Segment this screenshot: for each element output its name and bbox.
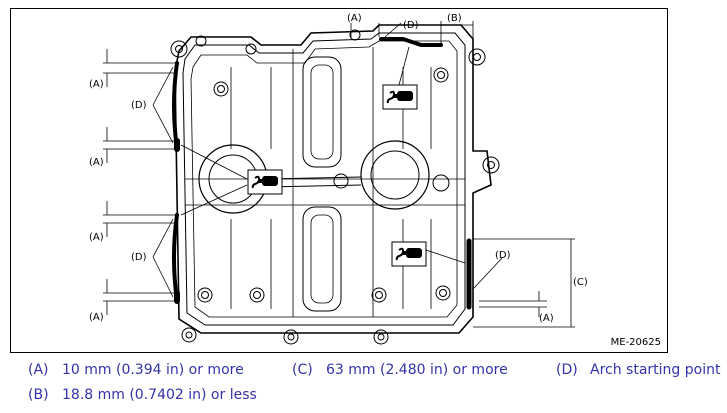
callout-c: (C): [573, 277, 588, 288]
callout-b: (B): [447, 13, 462, 24]
oil-pan-diagram: (A) (D) (A) (A) (D) (A) (A) (D) (B) (D) …: [89, 13, 588, 345]
dimension-lines: [103, 21, 575, 328]
legend-text: 18.8 mm (0.7402 in) or less: [62, 387, 257, 403]
sealant-tube-icon: [382, 84, 418, 110]
legend-key: (D): [556, 362, 578, 378]
legend-item-a: (A) 10 mm (0.394 in) or more: [28, 362, 244, 378]
callout-d: (D): [495, 250, 511, 261]
callout-d: (D): [403, 20, 419, 31]
legend-item-b: (B) 18.8 mm (0.7402 in) or less: [28, 387, 257, 403]
oil-pan-outline: [170, 24, 500, 345]
legend-text: 10 mm (0.394 in) or more: [62, 362, 244, 378]
legend-key: (A): [28, 362, 49, 378]
legend-item-c: (C) 63 mm (2.480 in) or more: [292, 362, 508, 378]
callout-a: (A): [89, 79, 104, 90]
callout-a: (A): [89, 157, 104, 168]
callout-d: (D): [131, 100, 147, 111]
figure-id: ME-20625: [610, 337, 661, 348]
sealant-tube-icon: [391, 241, 427, 267]
legend-key: (B): [28, 387, 49, 403]
callout-a: (A): [89, 312, 104, 323]
legend-key: (C): [292, 362, 313, 378]
callout-d: (D): [131, 252, 147, 263]
sealant-tube-icon: [247, 169, 283, 195]
legend: (A) 10 mm (0.394 in) or more (C) 63 mm (2.…: [0, 358, 727, 413]
sealant-bead: [172, 37, 472, 310]
diagram-frame: (A) (D) (A) (A) (D) (A) (A) (D) (B) (D) …: [10, 8, 668, 353]
callout-a: (A): [89, 232, 104, 243]
callout-a: (A): [539, 313, 554, 324]
legend-text: Arch starting point: [590, 362, 721, 378]
legend-item-d: (D) Arch starting point: [556, 362, 720, 378]
legend-text: 63 mm (2.480 in) or more: [326, 362, 508, 378]
callout-a: (A): [347, 13, 362, 24]
